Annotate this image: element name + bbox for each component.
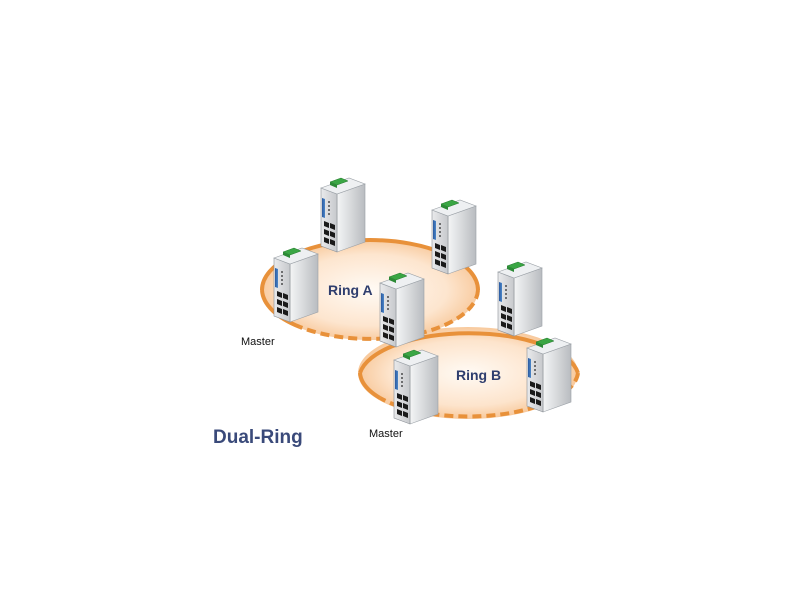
diagram-title: Dual-Ring [213,427,303,448]
switch-master-b [393,349,439,425]
switch-top-left [320,177,366,253]
master-label-b: Master [369,428,403,440]
switch-shared [379,272,425,348]
master-label-a: Master [241,336,275,348]
switch-right [497,261,543,337]
switch-top-right [431,199,477,275]
switch-bottom-right [526,337,572,413]
ring-b-label: Ring B [456,367,501,383]
switch-master-a [273,247,319,323]
ring-a-label: Ring A [328,282,373,298]
